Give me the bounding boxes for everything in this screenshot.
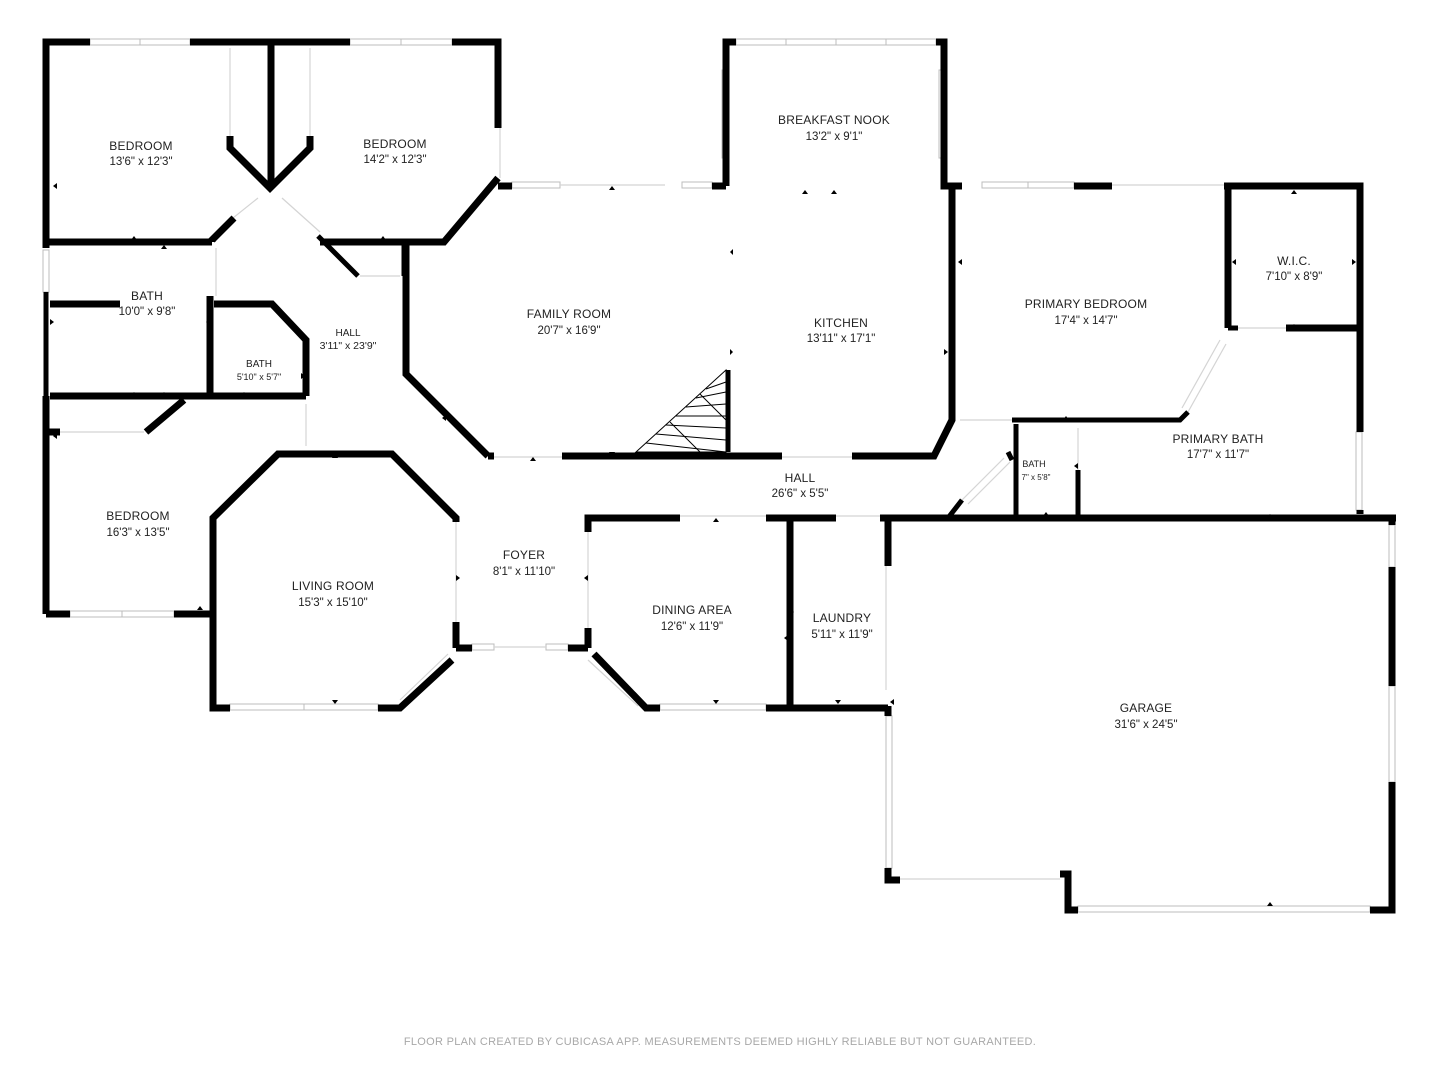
room-dims: 31'6" x 24'5" [1114,719,1177,731]
room-dims: 13'2" x 9'1" [806,131,863,143]
room-dims: 20'7" x 16'9" [537,325,600,337]
room-dims: 5'11" x 11'9" [811,629,872,641]
room-dims: 15'3" x 15'10" [298,597,367,609]
room-name: LIVING ROOM [292,579,374,593]
room-dims: 13'6" x 12'3" [109,156,172,168]
walls [42,38,1396,914]
room-dims: 10'0" x 9'8" [119,306,176,318]
room-dims: 13'11" x 17'1" [807,333,876,345]
room-name: LAUNDRY [813,611,872,625]
room-name: HALL [335,328,360,339]
room-name: FAMILY ROOM [527,307,611,321]
room-name: FOYER [503,548,545,562]
room-name: BATH [131,289,163,303]
room-name: HALL [785,471,816,485]
room-dims: 8'1" x 11'10" [493,566,555,578]
room-name: DINING AREA [652,603,732,617]
dimension-ticks [50,183,1356,906]
room-dims: 12'6" x 11'9" [661,621,723,633]
room-dims: 17'4" x 14'7" [1054,315,1117,327]
room-name: W.I.C. [1277,254,1311,268]
room-dims: 5'10" x 5'7" [237,372,281,382]
room-name: BATH [1022,459,1045,469]
room-dims: 17'7" x 11'7" [1187,449,1249,461]
room-name: PRIMARY BEDROOM [1025,297,1148,311]
room-name: BEDROOM [363,137,426,151]
room-name: BEDROOM [109,139,172,153]
room-dims: 3'11" x 23'9" [320,340,377,352]
footer-disclaimer: FLOOR PLAN CREATED BY CUBICASA APP. MEAS… [403,1036,1037,1048]
stairs [634,368,727,453]
room-name: BATH [246,359,272,370]
room-dims: 7" x 5'8" [1022,473,1051,482]
room-name: BREAKFAST NOOK [778,113,890,127]
room-labels: BEDROOM 13'6" x 12'3" BEDROOM 14'2" x 12… [106,113,1322,731]
windows [42,38,1396,913]
room-dims: 16'3" x 13'5" [106,527,169,539]
room-dims: 7'10" x 8'9" [1266,271,1323,283]
room-name: GARAGE [1120,701,1173,715]
room-name: BEDROOM [106,509,169,523]
room-dims: 26'6" x 5'5" [772,488,829,500]
room-name: PRIMARY BATH [1172,432,1263,446]
room-dims: 14'2" x 12'3" [363,154,426,166]
room-name: KITCHEN [814,316,868,330]
